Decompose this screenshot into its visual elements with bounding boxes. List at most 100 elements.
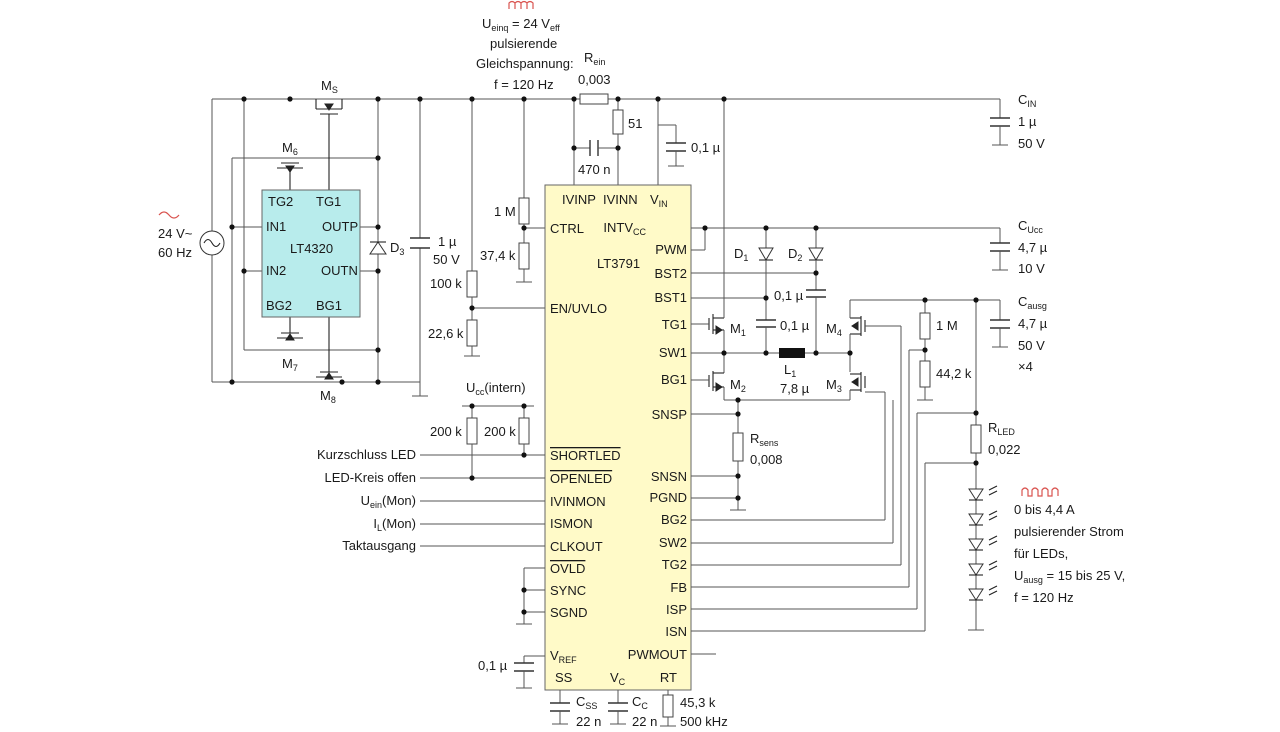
r-200k-a: 200 k bbox=[430, 424, 462, 439]
lt3791-pin-intvcc: INTVCC bbox=[603, 220, 646, 237]
junction-dots bbox=[229, 96, 979, 615]
output-spec-line3: für LEDs, bbox=[1014, 546, 1068, 561]
m7-mosfet: M7 bbox=[277, 317, 303, 373]
lt3791-pin-rt: RT bbox=[660, 670, 677, 685]
lt3791-pin-snsp: SNSP bbox=[652, 407, 687, 422]
m1-mosfet: M1 bbox=[708, 314, 746, 338]
cc-capacitor: CC 22 n bbox=[632, 694, 657, 729]
svg-text:Causg: Causg bbox=[1018, 294, 1047, 311]
lt3791-pin-pgnd: PGND bbox=[649, 490, 687, 505]
signal-led-kreis-offen: LED-Kreis offen bbox=[324, 470, 416, 485]
source-frequency: 60 Hz bbox=[158, 245, 192, 260]
lt4320-pin-in2: IN2 bbox=[266, 263, 286, 278]
svg-text:0,008: 0,008 bbox=[750, 452, 783, 467]
lt4320-chip: TG2 TG1 IN1 OUTP LT4320 IN2 OUTN BG2 BG1 bbox=[261, 189, 361, 318]
lt3791-pin-en-uvlo: EN/UVLO bbox=[550, 301, 607, 316]
c-01u-top: 0,1 µ bbox=[691, 140, 721, 155]
m3-mosfet: M3 bbox=[826, 372, 866, 394]
l1-inductor bbox=[779, 348, 805, 358]
r-44k2: 44,2 k bbox=[936, 366, 972, 381]
r-1m-ctrl: 1 M bbox=[494, 204, 516, 219]
lt3791-pin-bg1: BG1 bbox=[661, 372, 687, 387]
l1-label: L1 bbox=[784, 362, 796, 379]
r-rt-frequency: 500 kHz bbox=[680, 714, 728, 729]
r-100k: 100 k bbox=[430, 276, 462, 291]
svg-text:CUcc: CUcc bbox=[1018, 218, 1043, 235]
r-22k6: 22,6 k bbox=[428, 326, 464, 341]
c-50v-rating: 50 V bbox=[433, 252, 460, 267]
causg-capacitor: Causg 4,7 µ 50 V ×4 bbox=[1018, 294, 1048, 374]
svg-text:M2: M2 bbox=[730, 377, 746, 394]
lt3791-pin-pwmout: PWMOUT bbox=[628, 647, 687, 662]
r-51: 51 bbox=[628, 116, 642, 131]
signal-uein-mon: Uein(Mon) bbox=[361, 493, 416, 510]
r-1m-fb: 1 M bbox=[936, 318, 958, 333]
lt3791-pin-fb: FB bbox=[670, 580, 687, 595]
svg-text:CIN: CIN bbox=[1018, 92, 1036, 109]
lt3791-pin-ovld: OVLD bbox=[550, 561, 585, 576]
svg-text:0,003: 0,003 bbox=[578, 72, 611, 87]
svg-text:4,7 µ: 4,7 µ bbox=[1018, 240, 1048, 255]
output-frequency: f = 120 Hz bbox=[1014, 590, 1074, 605]
svg-text:22 n: 22 n bbox=[632, 714, 657, 729]
svg-text:CSS: CSS bbox=[576, 694, 597, 711]
lt3791-pin-openled: OPENLED bbox=[550, 471, 612, 486]
led-string bbox=[968, 485, 998, 601]
svg-text:Rein: Rein bbox=[584, 50, 605, 67]
cucc-capacitor: CUcc 4,7 µ 10 V bbox=[1018, 218, 1048, 276]
output-spec-line2: pulsierender Strom bbox=[1014, 524, 1124, 539]
lt4320-name: LT4320 bbox=[290, 241, 333, 256]
lt4320-pin-outn: OUTN bbox=[321, 263, 358, 278]
r-rt-value: 45,3 k bbox=[680, 695, 716, 710]
output-voltage-range: Uausg = 15 bis 25 V, bbox=[1014, 568, 1125, 585]
lt3791-pin-sw1: SW1 bbox=[659, 345, 687, 360]
svg-text:M4: M4 bbox=[826, 321, 842, 338]
m8-mosfet: M8 bbox=[316, 317, 342, 405]
r-200k-b: 200 k bbox=[484, 424, 516, 439]
c-bst2: 0,1 µ bbox=[774, 288, 804, 303]
r-37k4: 37,4 k bbox=[480, 248, 516, 263]
c-bst1: 0,1 µ bbox=[780, 318, 810, 333]
lt3791-pin-vin: VIN bbox=[650, 192, 668, 209]
lt4320-pin-bg1: BG1 bbox=[316, 298, 342, 313]
rein-resistor: Rein 0,003 bbox=[578, 50, 611, 105]
lt3791-pin-isp: ISP bbox=[666, 602, 687, 617]
lt3791-pin-sw2: SW2 bbox=[659, 535, 687, 550]
signal-taktausgang: Taktausgang bbox=[342, 538, 416, 553]
input-pulse-waveform-icon bbox=[508, 0, 534, 9]
ms-mosfet: MS bbox=[315, 78, 343, 190]
svg-text:M7: M7 bbox=[282, 356, 298, 373]
lt3791-pin-ivinmon: IVINMON bbox=[550, 494, 606, 509]
lt4320-pin-in1: IN1 bbox=[266, 219, 286, 234]
lt3791-pin-sgnd: SGND bbox=[550, 605, 588, 620]
lt3791-pin-ivinn: IVINN bbox=[603, 192, 638, 207]
svg-text:50 V: 50 V bbox=[1018, 136, 1045, 151]
lt3791-pin-ctrl: CTRL bbox=[550, 221, 584, 236]
lt3791-pin-ivinp: IVINP bbox=[562, 192, 596, 207]
m6-mosfet: M6 bbox=[277, 140, 303, 190]
lt4320-pin-bg2: BG2 bbox=[266, 298, 292, 313]
lt4320-pin-tg2: TG2 bbox=[268, 194, 293, 209]
lt3791-pin-bst1: BST1 bbox=[654, 290, 687, 305]
lt3791-pin-isn: ISN bbox=[665, 624, 687, 639]
l1-value: 7,8 µ bbox=[780, 381, 810, 396]
svg-text:RLED: RLED bbox=[988, 420, 1015, 437]
ucc-intern-label: Ucc(intern) bbox=[466, 380, 526, 397]
lt3791-pin-vref: VREF bbox=[550, 648, 577, 665]
source-voltage: 24 V~ bbox=[158, 226, 193, 241]
lt3791-pin-tg1: TG1 bbox=[662, 317, 687, 332]
lt4320-pin-tg1: TG1 bbox=[316, 194, 341, 209]
svg-text:×4: ×4 bbox=[1018, 359, 1033, 374]
svg-text:M8: M8 bbox=[320, 388, 336, 405]
m4-mosfet: M4 bbox=[826, 316, 866, 338]
svg-text:22 n: 22 n bbox=[576, 714, 601, 729]
lt3791-chip: IVINP IVINN VIN LT3791 CTRL EN/UVLO SHOR… bbox=[544, 184, 692, 691]
lt3791-pin-bg2: BG2 bbox=[661, 512, 687, 527]
input-spec-line4: f = 120 Hz bbox=[494, 77, 554, 92]
d1-diode-label: D1 bbox=[734, 246, 748, 263]
c-vref: 0,1 µ bbox=[478, 658, 508, 673]
cin-capacitor: CIN 1 µ 50 V bbox=[1018, 92, 1045, 151]
c-1u-value: 1 µ bbox=[438, 234, 457, 249]
output-pulse-waveform-icon bbox=[1021, 487, 1059, 497]
